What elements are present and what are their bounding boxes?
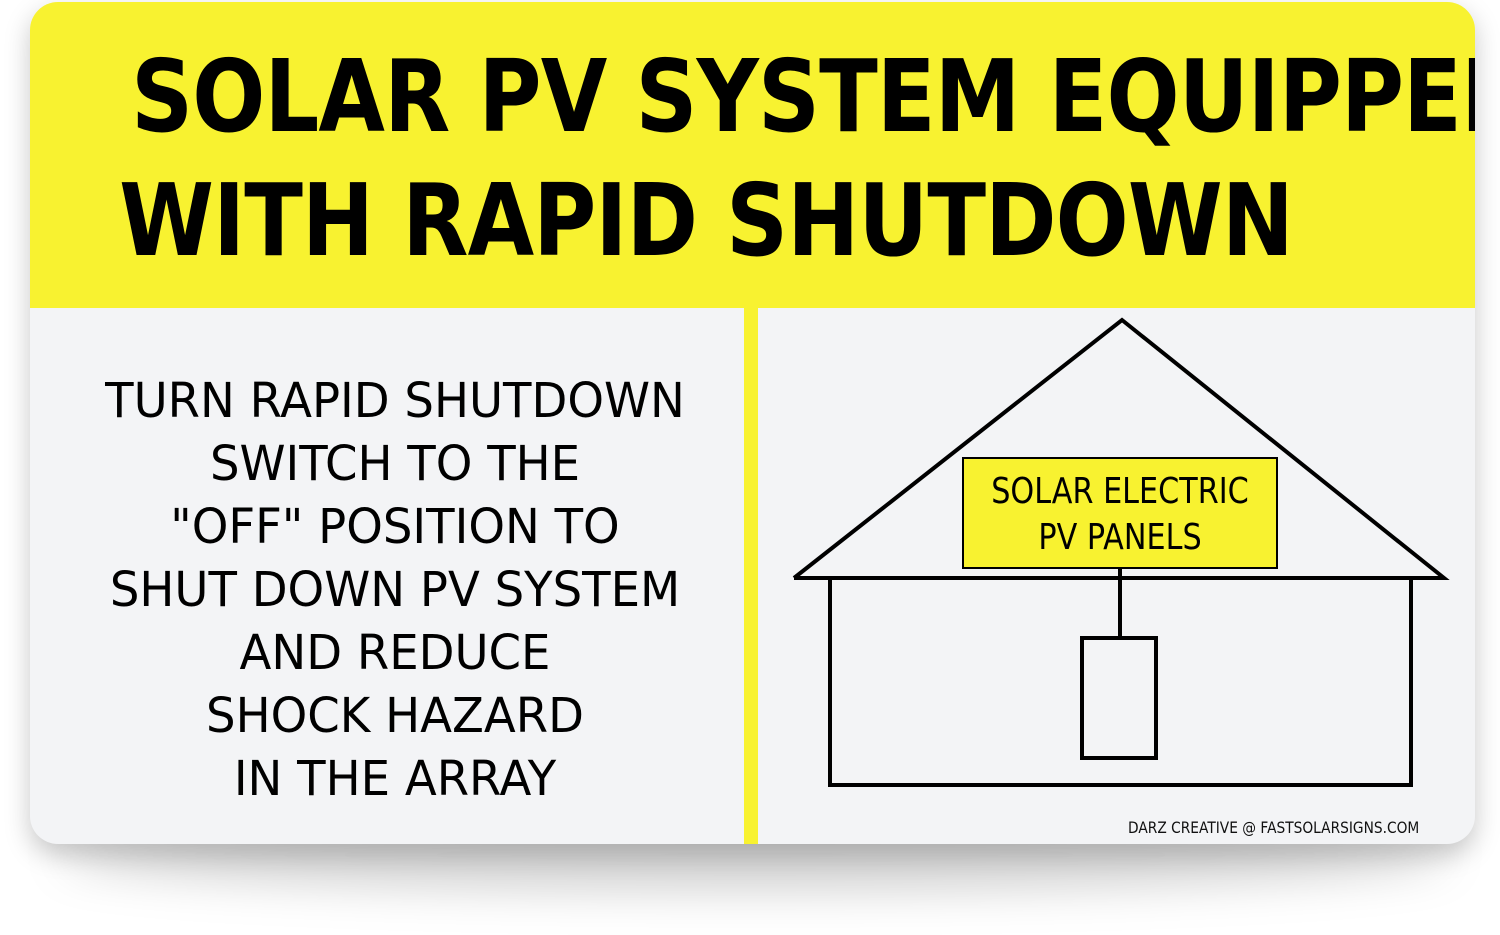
instruction-line: SHUT DOWN PV SYSTEM (109, 562, 681, 618)
house-diagram (792, 317, 1450, 787)
house-walls (828, 578, 1413, 787)
sign-title-line-2: WITH RAPID SHUTDOWN (119, 162, 1294, 279)
sign-title-line-1: SOLAR PV SYSTEM EQUIPPED (131, 38, 1475, 155)
instruction-line: AND REDUCE (239, 625, 551, 681)
instruction-line: "OFF" POSITION TO (170, 499, 620, 555)
panel-divider (744, 308, 758, 844)
rapid-shutdown-switch-box (1080, 636, 1158, 760)
instruction-line: SWITCH TO THE (209, 436, 581, 492)
credit-text: DARZ CREATIVE @ FASTSOLARSIGNS.COM (1128, 818, 1420, 837)
pv-panels-label: SOLAR ELECTRIC PV PANELS (962, 457, 1278, 569)
rapid-shutdown-sign: SOLAR PV SYSTEM EQUIPPED WITH RAPID SHUT… (30, 2, 1475, 844)
instruction-line: IN THE ARRAY (233, 751, 557, 807)
pv-panels-label-line-1: SOLAR ELECTRIC (991, 471, 1249, 512)
sign-header: SOLAR PV SYSTEM EQUIPPED WITH RAPID SHUT… (30, 2, 1475, 308)
instruction-line: SHOCK HAZARD (206, 688, 584, 744)
instruction-line: TURN RAPID SHUTDOWN (105, 373, 685, 429)
shutdown-instructions: TURN RAPID SHUTDOWN SWITCH TO THE "OFF" … (30, 370, 760, 811)
pv-panels-label-line-2: PV PANELS (1038, 517, 1202, 558)
